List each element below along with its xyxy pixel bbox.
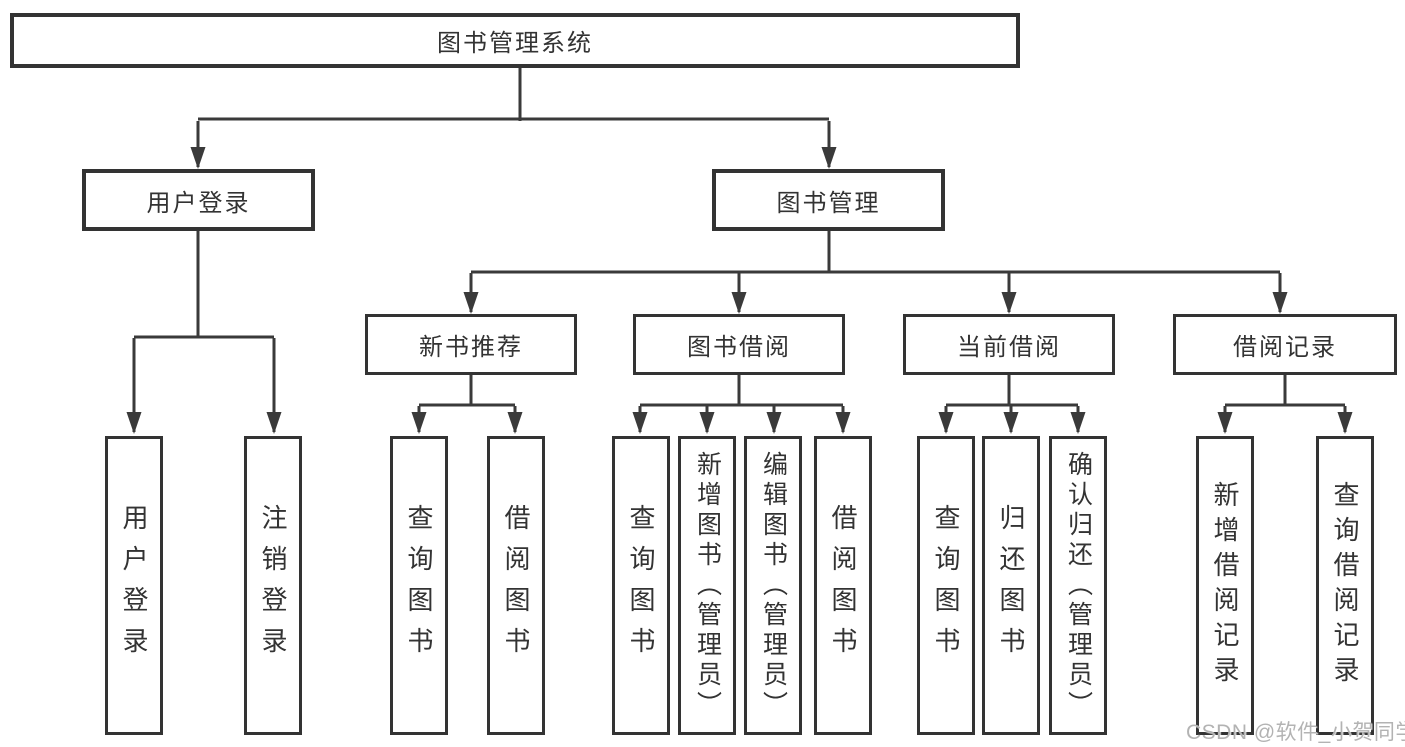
leaf-user-login-label: 用户登录 [119,503,149,668]
leaf-return-books-label: 归还图书 [996,503,1026,668]
leaf-borrow-books-borrowing: 借阅图书 [814,436,872,735]
leaf-query-borrow-record-label: 查询借阅记录 [1330,480,1360,691]
leaf-edit-books-admin: 编辑图书（管理员） [744,436,802,735]
connector-path [134,67,1345,407]
watermark-text: CSDN @软件_小贺同学 [1186,721,1405,744]
connector-arrows [126,121,1353,434]
node-book-borrowing: 图书借阅 [633,314,845,375]
leaf-add-books-admin-label: 新增图书（管理员） [693,450,722,721]
node-book-management-label: 图书管理 [776,189,881,217]
leaf-query-books-current: 查询图书 [917,436,975,735]
leaf-add-borrow-record: 新增借阅记录 [1196,436,1254,735]
leaf-return-books: 归还图书 [982,436,1040,735]
node-borrowing-records-label: 借阅记录 [1233,334,1337,361]
node-user-login: 用户登录 [82,169,315,231]
leaf-query-books-borrowing: 查询图书 [612,436,670,735]
node-book-borrowing-label: 图书借阅 [687,334,791,361]
leaf-query-books-current-label: 查询图书 [931,503,961,668]
leaf-borrow-books-recommend-label: 借阅图书 [501,503,531,668]
leaf-query-books-recommend: 查询图书 [390,436,448,735]
leaf-query-books-recommend-label: 查询图书 [404,503,434,668]
leaf-confirm-return-admin: 确认归还（管理员） [1049,436,1107,735]
leaf-borrow-books-recommend: 借阅图书 [487,436,545,735]
leaf-query-borrow-record: 查询借阅记录 [1316,436,1374,735]
node-new-book-recommend: 新书推荐 [365,314,577,375]
leaf-query-books-borrowing-label: 查询图书 [626,503,656,668]
leaf-confirm-return-admin-label: 确认归还（管理员） [1064,450,1093,721]
leaf-borrow-books-borrowing-label: 借阅图书 [828,503,858,668]
node-current-borrowing-label: 当前借阅 [957,334,1061,361]
leaf-user-login: 用户登录 [105,436,163,735]
node-root: 图书管理系统 [10,13,1020,68]
leaf-logout: 注销登录 [244,436,302,735]
node-user-login-label: 用户登录 [146,189,251,217]
leaf-logout-label: 注销登录 [258,503,288,668]
node-book-management: 图书管理 [712,169,945,231]
node-root-label: 图书管理系统 [437,30,593,57]
node-current-borrowing: 当前借阅 [903,314,1115,375]
leaf-add-books-admin: 新增图书（管理员） [678,436,736,735]
leaf-add-borrow-record-label: 新增借阅记录 [1210,480,1240,691]
leaf-edit-books-admin-label: 编辑图书（管理员） [759,450,788,721]
node-new-book-recommend-label: 新书推荐 [419,334,523,361]
node-borrowing-records: 借阅记录 [1173,314,1397,375]
